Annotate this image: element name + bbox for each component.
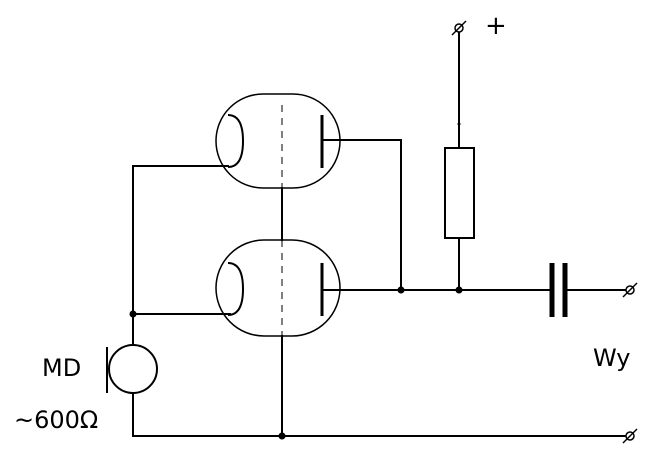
terminals <box>451 20 638 444</box>
microphone-body <box>108 344 158 394</box>
junctions <box>129 122 463 440</box>
ground-terminal <box>622 428 638 444</box>
junction-dot <box>397 286 405 294</box>
wiring <box>132 27 627 437</box>
upper-triode-cathode <box>227 114 245 168</box>
coupling-capacitor <box>549 263 568 317</box>
junction-dot <box>129 310 137 318</box>
microphone-label: MD <box>42 354 81 382</box>
load-resistor <box>444 147 475 239</box>
supply-terminal <box>451 20 467 36</box>
microphone <box>106 344 158 394</box>
lower-triode-cathode <box>227 262 245 316</box>
impedance-label: ~600Ω <box>14 406 98 434</box>
junction-dot <box>278 432 286 440</box>
lower-triode-envelope <box>215 239 341 337</box>
supply-label: + <box>485 11 507 41</box>
junction-dot <box>457 122 461 126</box>
output-label: Wy <box>593 344 631 372</box>
lower-triode <box>215 239 341 337</box>
output-terminal <box>622 282 638 298</box>
junction-dot <box>455 286 463 294</box>
mic-bottom-wire <box>132 393 627 437</box>
upper-cathode-wire <box>132 165 229 315</box>
upper-plate-wire <box>321 139 402 291</box>
